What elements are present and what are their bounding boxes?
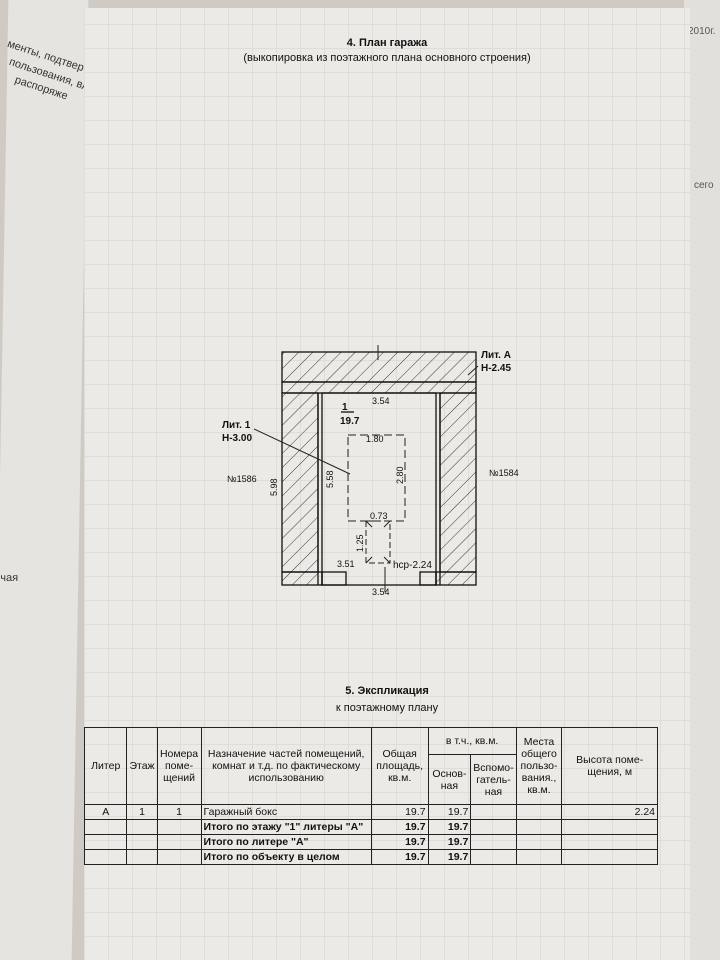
lit-a-label: Лит. А: [481, 350, 511, 361]
garage-floor-plan: Лит. А Н-2.45 Лит. 1 Н-3.00 1 19.7 №1586…: [222, 345, 519, 597]
cell-total: 19.7: [370, 819, 429, 835]
cell-purpose: Итого по литере "А": [200, 834, 372, 850]
cell-liter: [83, 834, 128, 850]
cell-height: 2.24: [561, 804, 658, 820]
cell-purpose: Итого по этажу "1" литеры "А": [200, 819, 372, 835]
header-liter: Литер: [83, 727, 128, 805]
cell-floor: [126, 849, 158, 865]
header-height: Высота поме-щения, м: [561, 727, 658, 805]
header-main: Основ-ная: [427, 754, 472, 805]
plan-title: 4. План гаража: [346, 37, 428, 49]
header-purpose: Назначение частей помещений, комнат и т.…: [200, 727, 372, 805]
table-row: А 1 1 Гаражный бокс 19.7 19.7 2.24: [83, 804, 658, 820]
header-total-area: Общая площадь, кв.м.: [370, 727, 429, 805]
cell-room: [156, 849, 202, 865]
cell-aux: [470, 849, 517, 865]
cell-common: [515, 849, 563, 865]
dim-pit-length: 2.80: [395, 466, 405, 484]
plan-subtitle: (выкопировка из поэтажного плана основно…: [243, 52, 531, 64]
cell-liter: А: [83, 804, 128, 820]
cell-total: 19.7: [370, 849, 429, 865]
explication-subtitle: к поэтажному плану: [335, 702, 439, 714]
neighbor-right: №1584: [489, 468, 519, 478]
dim-bottom-inner: 3.51: [337, 559, 355, 569]
garage-room: [321, 392, 437, 586]
avg-height: hср-2.24: [393, 560, 432, 571]
dim-small-length: 1.25: [355, 534, 365, 552]
cell-total: 19.7: [370, 834, 429, 850]
fragment-text: сего: [694, 180, 714, 191]
dim-bottom-outer: 3.54: [372, 587, 390, 597]
cell-room: [156, 834, 202, 850]
cell-floor: 1: [126, 804, 158, 820]
lit-1-height: Н-3.00: [222, 433, 252, 444]
cell-aux: [470, 834, 517, 850]
header-auxiliary: Вспомо-гатель-ная: [470, 754, 517, 805]
left-wall: [281, 392, 319, 573]
cell-main: 19.7: [427, 849, 472, 865]
header-floor: Этаж: [126, 727, 158, 805]
lit-a-height: Н-2.45: [481, 363, 511, 374]
cell-liter: [83, 849, 128, 865]
explication-title: 5. Экспликация: [345, 685, 429, 697]
top-wall-inner: [281, 381, 477, 394]
header-including: в т.ч., кв.м.: [427, 727, 517, 755]
table-row: Итого по этажу "1" литеры "А" 19.7 19.7: [83, 819, 658, 835]
cell-aux: [470, 819, 517, 835]
cell-common: [515, 819, 563, 835]
table-row: Итого по литере "А" 19.7 19.7: [83, 834, 658, 850]
fragment-text: 2010г.: [688, 26, 716, 37]
table-row: Итого по объекту в целом 19.7 19.7: [83, 849, 658, 865]
dim-outer-height: 5.98: [269, 478, 279, 496]
dim-top-inner: 3.54: [372, 396, 390, 406]
walls: [281, 351, 477, 586]
background-page-right: 2010г. сего: [684, 0, 720, 960]
cell-room: [156, 819, 202, 835]
cell-common: [515, 804, 563, 820]
cell-main: 19.7: [427, 819, 472, 835]
dim-pit-width: 1.80: [366, 434, 384, 444]
leader-line: [253, 428, 351, 475]
small-pit: [365, 520, 391, 564]
bottom-right-wall: [435, 571, 477, 586]
right-wall: [439, 392, 477, 573]
room-number: 1: [342, 402, 348, 413]
dim-small-width: 0.73: [370, 511, 388, 521]
cell-floor: [126, 834, 158, 850]
neighbor-left: №1586: [227, 474, 257, 484]
bottom-left-wall: [281, 571, 323, 586]
cell-main: 19.7: [427, 834, 472, 850]
cell-height: [561, 834, 658, 850]
cell-main: 19.7: [427, 804, 472, 820]
top-wall: [281, 351, 477, 383]
cell-liter: [83, 819, 128, 835]
cell-floor: [126, 819, 158, 835]
cell-room: 1: [156, 804, 202, 820]
lit-1-label: Лит. 1: [222, 420, 251, 431]
cell-height: [561, 819, 658, 835]
header-room-numbers: Номера поме-щений: [156, 727, 202, 805]
room-area: 19.7: [340, 416, 360, 427]
cell-total: 19.7: [370, 804, 429, 820]
cell-purpose: Гаражный бокс: [200, 804, 372, 820]
cell-common: [515, 834, 563, 850]
dim-inner-height: 5.58: [325, 470, 335, 488]
fragment-text: чая: [0, 572, 19, 584]
explication-table: Литер Этаж Номера поме-щений Назначение …: [83, 727, 658, 865]
background-page-left: менты, подтвер пользования, вла распоряж…: [0, 0, 96, 960]
cell-aux: [470, 804, 517, 820]
cell-purpose: Итого по объекту в целом: [200, 849, 372, 865]
header-common: Места общего пользо-вания., кв.м.: [515, 727, 563, 805]
cell-height: [561, 849, 658, 865]
document-page: 4. План гаража (выкопировка из поэтажног…: [83, 8, 690, 960]
